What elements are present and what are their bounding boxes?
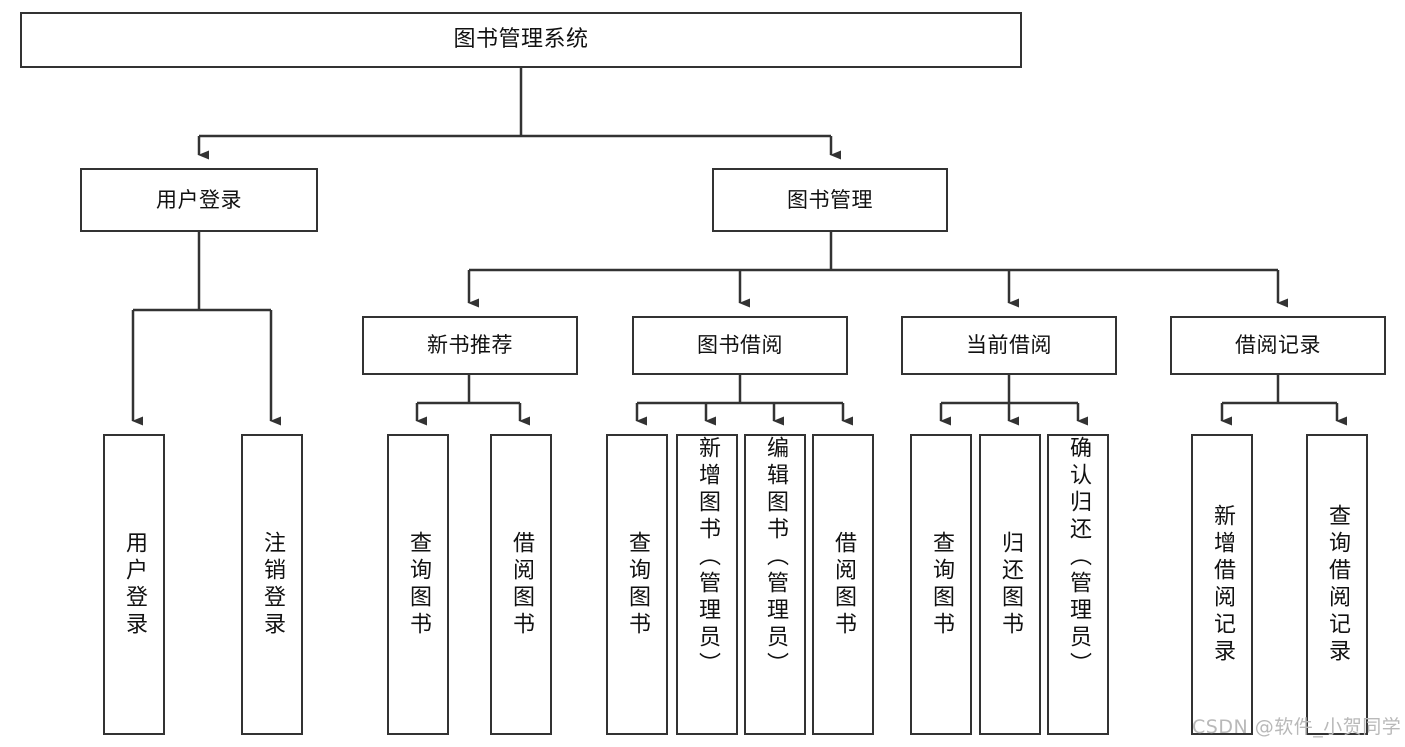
node-leaf-query-book-3[interactable]: 查询图书 — [910, 434, 972, 735]
node-current-borrow-label: 当前借阅 — [966, 333, 1052, 358]
node-user-login[interactable]: 用户登录 — [80, 168, 318, 232]
node-leaf-query-record-label: 查询借阅记录 — [1325, 503, 1350, 666]
node-leaf-add-book[interactable]: 新增图书（管理员） — [676, 434, 738, 735]
node-leaf-add-record[interactable]: 新增借阅记录 — [1191, 434, 1253, 735]
node-leaf-logout-login-label: 注销登录 — [260, 530, 285, 639]
node-leaf-add-record-label: 新增借阅记录 — [1210, 503, 1235, 666]
node-current-borrow[interactable]: 当前借阅 — [901, 316, 1117, 375]
node-book-management[interactable]: 图书管理 — [712, 168, 948, 232]
node-leaf-user-login[interactable]: 用户登录 — [103, 434, 165, 735]
node-leaf-query-book-3-label: 查询图书 — [929, 530, 954, 639]
node-leaf-edit-book[interactable]: 编辑图书（管理员） — [744, 434, 806, 735]
node-leaf-query-record[interactable]: 查询借阅记录 — [1306, 434, 1368, 735]
node-leaf-logout-login[interactable]: 注销登录 — [241, 434, 303, 735]
node-leaf-confirm-return-label: 确认归还（管理员） — [1066, 436, 1091, 679]
node-leaf-query-book-1[interactable]: 查询图书 — [387, 434, 449, 735]
node-leaf-borrow-book-2[interactable]: 借阅图书 — [812, 434, 874, 735]
node-book-borrow-label: 图书借阅 — [697, 333, 783, 358]
node-leaf-query-book-1-label: 查询图书 — [406, 530, 431, 639]
node-leaf-return-book-label: 归还图书 — [998, 530, 1023, 639]
node-leaf-confirm-return[interactable]: 确认归还（管理员） — [1047, 434, 1109, 735]
node-borrow-record-label: 借阅记录 — [1235, 333, 1321, 358]
node-leaf-edit-book-label: 编辑图书（管理员） — [763, 436, 788, 679]
node-leaf-borrow-book-1-label: 借阅图书 — [509, 530, 534, 639]
node-user-login-label: 用户登录 — [156, 187, 242, 212]
node-leaf-add-book-label: 新增图书（管理员） — [695, 436, 720, 679]
node-leaf-return-book[interactable]: 归还图书 — [979, 434, 1041, 735]
node-new-book-recommend-label: 新书推荐 — [427, 333, 513, 358]
node-book-management-label: 图书管理 — [787, 187, 873, 212]
node-leaf-query-book-2-label: 查询图书 — [625, 530, 650, 639]
node-root-label: 图书管理系统 — [453, 27, 589, 53]
node-leaf-user-login-label: 用户登录 — [122, 530, 147, 639]
node-leaf-borrow-book-2-label: 借阅图书 — [831, 530, 856, 639]
node-book-borrow[interactable]: 图书借阅 — [632, 316, 848, 375]
node-new-book-recommend[interactable]: 新书推荐 — [362, 316, 578, 375]
node-leaf-borrow-book-1[interactable]: 借阅图书 — [490, 434, 552, 735]
node-leaf-query-book-2[interactable]: 查询图书 — [606, 434, 668, 735]
node-borrow-record[interactable]: 借阅记录 — [1170, 316, 1386, 375]
node-root-book-management-system[interactable]: 图书管理系统 — [20, 12, 1022, 68]
